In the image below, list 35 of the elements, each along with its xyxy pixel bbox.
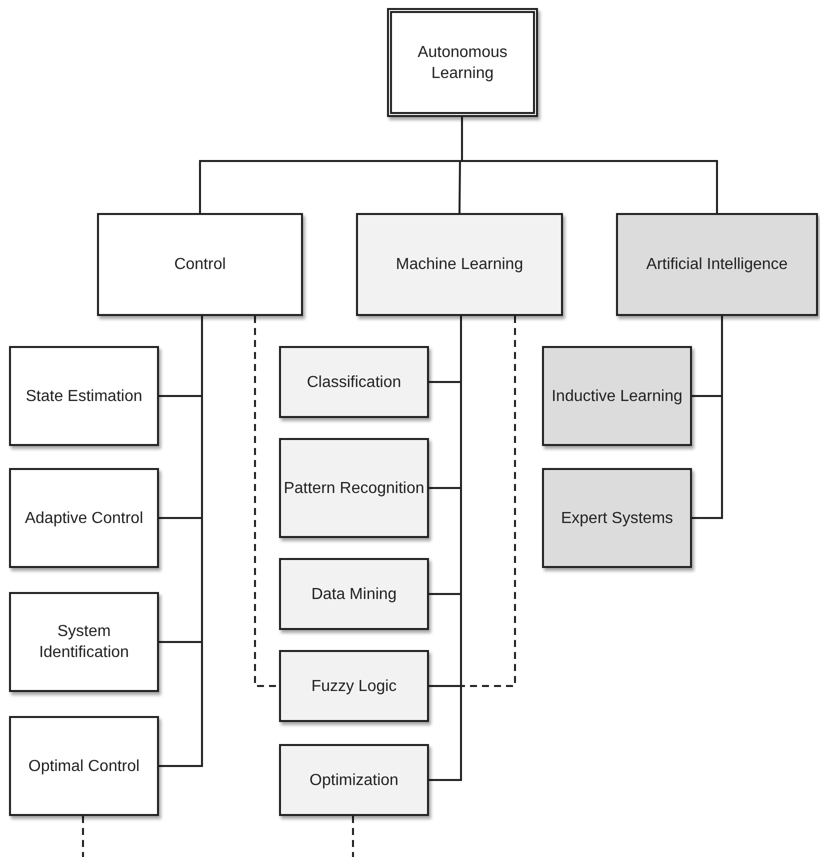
topic-box [542,468,692,568]
category-box [616,213,818,316]
node-label: System Identification [38,622,130,663]
node-label: Expert Systems [560,508,674,528]
dashed-connector [254,316,279,687]
topic-box [542,346,692,446]
node-label: Optimal Control [28,756,140,776]
topic-box [279,744,429,816]
node-label: Control [174,255,226,275]
node-label: Classification [306,372,402,392]
connector-line [692,316,723,519]
dashed-connector [82,816,84,857]
dashed-connector [352,816,354,857]
topic-box [279,438,429,538]
node-label: Optimization [310,770,398,790]
topic-box [9,716,159,816]
node-label: State Estimation [26,386,142,406]
node-label: Machine Learning [396,255,524,275]
node-label: Data Mining [311,584,397,604]
node-label: Pattern Recognition [284,478,424,498]
topic-box [279,650,429,722]
category-box [97,213,303,316]
connector-line [461,117,718,213]
node-label: Inductive Learning [552,386,682,406]
topic-box [9,592,159,692]
topic-box [279,558,429,630]
node-label: Autonomous Learning [416,42,508,84]
node-label: Fuzzy Logic [311,676,397,696]
topic-box [9,468,159,568]
root-box [387,8,538,117]
node-label: Adaptive Control [24,508,144,528]
node-label: Artificial Intelligence [646,255,788,275]
topic-box [9,346,159,446]
category-box [356,213,563,316]
topic-box [279,346,429,418]
